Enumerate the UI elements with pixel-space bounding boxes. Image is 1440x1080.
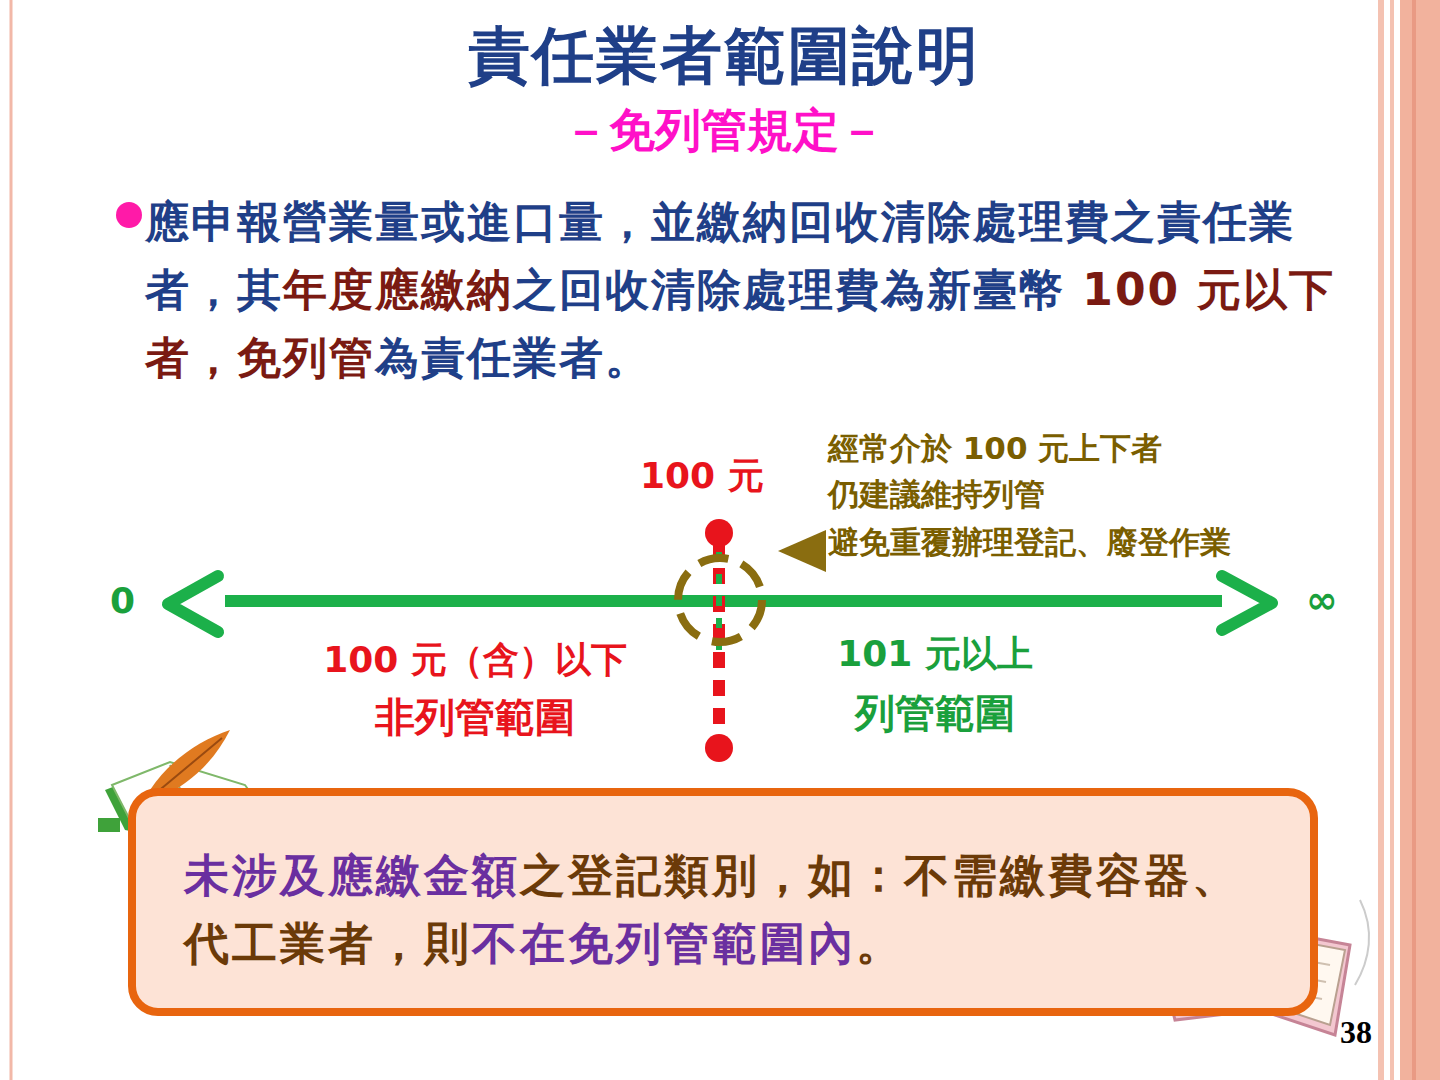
axis-min: 0 xyxy=(110,580,135,621)
callout-pointer xyxy=(778,530,826,572)
right-bar xyxy=(1378,0,1384,1080)
range-value: 101 元以上 xyxy=(770,630,1100,679)
right-bar xyxy=(1412,0,1416,1080)
right-band xyxy=(1400,0,1440,1080)
note-segment: 未涉及應繳金額 xyxy=(184,849,520,902)
right-arrowhead xyxy=(1222,576,1272,630)
threshold-center xyxy=(716,552,722,652)
slide-subtitle: －免列管規定－ xyxy=(4,100,1440,162)
threshold-ring xyxy=(678,558,762,642)
left-rule xyxy=(10,0,13,1080)
threshold-dot xyxy=(705,734,733,762)
note-segment: 。 xyxy=(856,917,904,970)
bullet-segment: 之回收清除處理費為新臺幣 xyxy=(513,264,1082,315)
bullet-dot xyxy=(116,202,142,228)
axis-max: ∞ xyxy=(1306,578,1338,622)
note-box: 未涉及應繳金額之登記類別，如：不需繳費容器、代工業者，則不在免列管範圍內。 xyxy=(128,788,1318,1016)
callout-note: 避免重覆辦理登記、廢登作業 xyxy=(828,522,1231,564)
bullet-segment: 免列管 xyxy=(237,332,375,383)
slide-title: 責任業者範圍說明 xyxy=(4,14,1440,98)
page-number: 38 xyxy=(1340,1014,1372,1051)
callout-note: 仍建議維持列管 xyxy=(828,474,1045,516)
range-name: 列管範圍 xyxy=(770,686,1100,741)
bullet-segment: 年度應繳納 xyxy=(283,264,513,315)
threshold-dot xyxy=(705,519,733,547)
callout-note: 經常介於 100 元上下者 xyxy=(828,428,1162,470)
bullet-text: 應申報營業量或進口量，並繳納回收清除處理費之責任業者，其年度應繳納之回收清除處理… xyxy=(145,188,1355,392)
range-value: 100 元（含）以下 xyxy=(270,636,680,685)
bullet-segment: 為責任業者。 xyxy=(375,332,651,383)
note-segment: 不在免列管範圍內 xyxy=(472,917,856,970)
range-name: 非列管範圍 xyxy=(270,690,680,745)
left-arrowhead xyxy=(168,576,218,632)
right-bar xyxy=(1390,0,1394,1080)
threshold-value: 100 元 xyxy=(640,452,764,501)
note-text: 未涉及應繳金額之登記類別，如：不需繳費容器、代工業者，則不在免列管範圍內。 xyxy=(184,842,1250,978)
